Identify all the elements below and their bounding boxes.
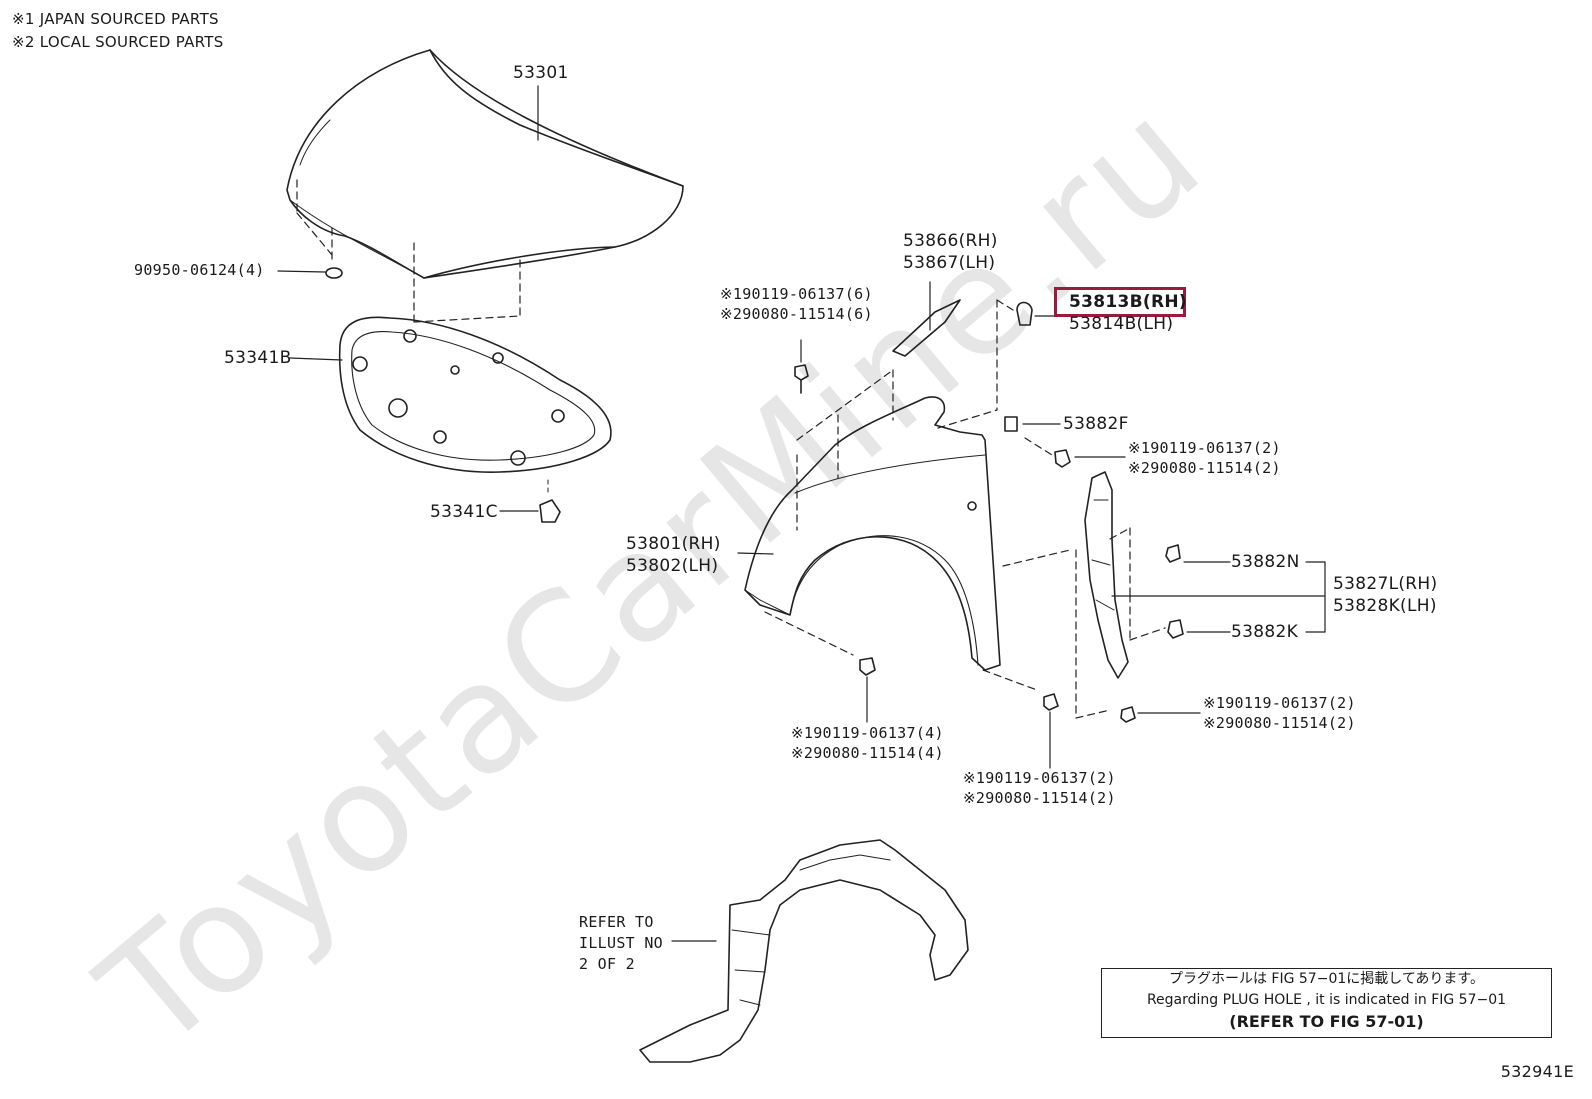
fender-seal-drawing [892,299,961,357]
highlight-frame [1054,287,1186,317]
part-label-seal-lh[interactable]: 53867(LH) [903,253,996,273]
hood-seal-plug [325,267,343,279]
refer-line-2: ILLUST NO [579,934,663,952]
part-label-seal-rh[interactable]: 53866(RH) [903,231,998,251]
bolt-label-top-b[interactable]: ※290080-11514(6) [720,305,873,323]
part-label-hood[interactable]: 53301 [513,63,569,83]
bolt-label-lowright-b[interactable]: ※290080-11514(2) [1203,714,1356,732]
refer-line-3: 2 OF 2 [579,955,635,973]
part-label-cushion-lh[interactable]: 53814B(LH) [1069,314,1174,334]
bolt-label-front-b[interactable]: ※290080-11514(4) [791,744,944,762]
fender-dashed-guides [764,299,1166,719]
part-label-fender-rh[interactable]: 53801(RH) [626,534,721,554]
hood-dashed-guides [296,179,521,323]
fender-drawing [744,396,1001,671]
bolt-label-right-b[interactable]: ※290080-11514(2) [1128,459,1281,477]
part-label-bracket-rh[interactable]: 53827L(RH) [1333,574,1438,594]
nut-drawing [1004,416,1018,432]
bolt-label-rear-b[interactable]: ※290080-11514(2) [963,789,1116,807]
part-label-hood-seal[interactable]: 90950-06124(4) [134,261,265,279]
part-label-nut[interactable]: 53882F [1063,414,1129,434]
bolt-label-front-a[interactable]: ※190119-06137(4) [791,724,944,742]
part-label-bracket-lh[interactable]: 53828K(LH) [1333,596,1437,616]
clip-n-drawing [1165,544,1181,563]
cushion-drawing [1016,301,1033,326]
note-japanese: プラグホールは FIG 57−01に掲載してあります。 [1168,971,1485,987]
plug-hole-note-box: プラグホールは FIG 57−01に掲載してあります。 Regarding PL… [1101,968,1552,1038]
part-label-fender-lh[interactable]: 53802(LH) [626,556,719,576]
bolt-label-lowright-a[interactable]: ※190119-06137(2) [1203,694,1356,712]
bolt-label-top-a[interactable]: ※190119-06137(6) [720,285,873,303]
bolt-drawings [794,364,1136,723]
part-label-clip-n[interactable]: 53882N [1231,552,1300,572]
fender-bracket-drawing [1084,471,1129,679]
clip-k-drawing [1167,619,1184,639]
figure-code: 532941E [1500,1062,1574,1081]
part-label-clip-k[interactable]: 53882K [1231,622,1299,642]
part-label-insulator-clip[interactable]: 53341C [430,502,498,522]
part-label-cushion-rh[interactable]: 53813B(RH) [1069,292,1187,312]
bolt-label-right-a[interactable]: ※190119-06137(2) [1128,439,1281,457]
note-japan-sourced: ※1 JAPAN SOURCED PARTS [12,10,219,28]
bolt-label-rear-a[interactable]: ※190119-06137(2) [963,769,1116,787]
insulator-clip-drawing [539,499,561,523]
note-refer-fig[interactable]: (REFER TO FIG 57-01) [1229,1012,1424,1031]
hood-drawing [286,49,684,279]
fender-liner-drawing [639,839,969,1063]
insulator-drawing [338,316,612,473]
part-label-insulator[interactable]: 53341B [224,348,292,368]
refer-line-1: REFER TO [579,913,654,931]
note-english: Regarding PLUG HOLE , it is indicated in… [1146,992,1507,1008]
note-local-sourced: ※2 LOCAL SOURCED PARTS [12,33,224,51]
